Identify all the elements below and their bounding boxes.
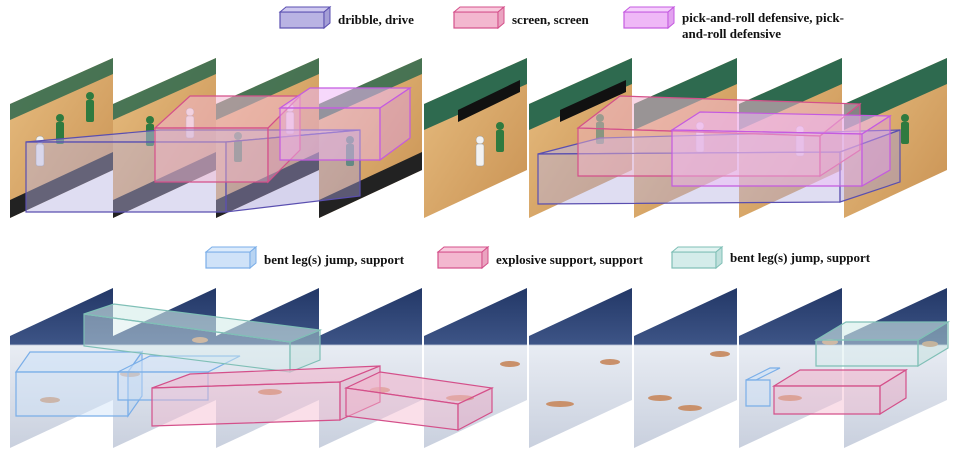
legend-label-explosive: explosive support, support [496, 252, 644, 267]
bb-frame-6 [529, 58, 632, 218]
legend-top-item-screen: screen, screen [452, 5, 590, 30]
box-pnr-left [278, 86, 412, 162]
bb-frame-9 [844, 58, 947, 218]
legend-top-item-pnr: pick-and-roll defensive, pick- and-roll … [622, 5, 844, 41]
gym-frame-6 [529, 288, 632, 448]
legend-swatch-explosive [437, 251, 483, 269]
box-jump-teal-a [83, 303, 323, 373]
legend-label-pnr-line1: pick-and-roll defensive, pick- [682, 10, 844, 25]
gym-frame-7 [634, 288, 737, 448]
legend-swatch-dribble [279, 11, 325, 29]
bb-frame-5 [424, 58, 527, 218]
legend-swatch-jump2 [671, 251, 717, 269]
legend-label-pnr-line2: and-roll defensive [682, 26, 781, 41]
legend-label-jump2: bent leg(s) jump, support [730, 250, 871, 265]
legend-top: dribble, drive screen, screen pick-and-r… [278, 5, 844, 41]
legend-label-dribble: dribble, drive [338, 12, 414, 27]
legend-bottom: bent leg(s) jump, support explosive supp… [204, 245, 871, 270]
gym-frame-5 [424, 288, 527, 448]
legend-bottom-item-jump2: bent leg(s) jump, support [670, 245, 871, 270]
gym-frames [10, 288, 947, 448]
legend-label-screen: screen, screen [512, 12, 590, 27]
box-dribble-left [25, 129, 361, 213]
box-explosive-c [771, 368, 909, 416]
legend-top-item-dribble: dribble, drive [278, 5, 414, 30]
legend-swatch-jump1 [205, 251, 251, 269]
box-screen-left [153, 94, 302, 184]
legend-swatch-pnr [623, 11, 669, 29]
gym-frame-9 [844, 288, 947, 448]
legend-label-jump1: bent leg(s) jump, support [264, 252, 405, 267]
box-jump-teal-b [813, 320, 951, 368]
box-pnr-right [670, 111, 892, 188]
legend-bottom-item-jump1: bent leg(s) jump, support [204, 245, 405, 270]
legend-swatch-screen [453, 11, 499, 29]
box-explosive-b [343, 371, 495, 431]
gym-frame-8 [739, 288, 842, 448]
box-explosive-a [151, 365, 381, 427]
legend-bottom-item-explosive: explosive support, support [436, 245, 644, 270]
box-jump1-c [745, 367, 781, 407]
